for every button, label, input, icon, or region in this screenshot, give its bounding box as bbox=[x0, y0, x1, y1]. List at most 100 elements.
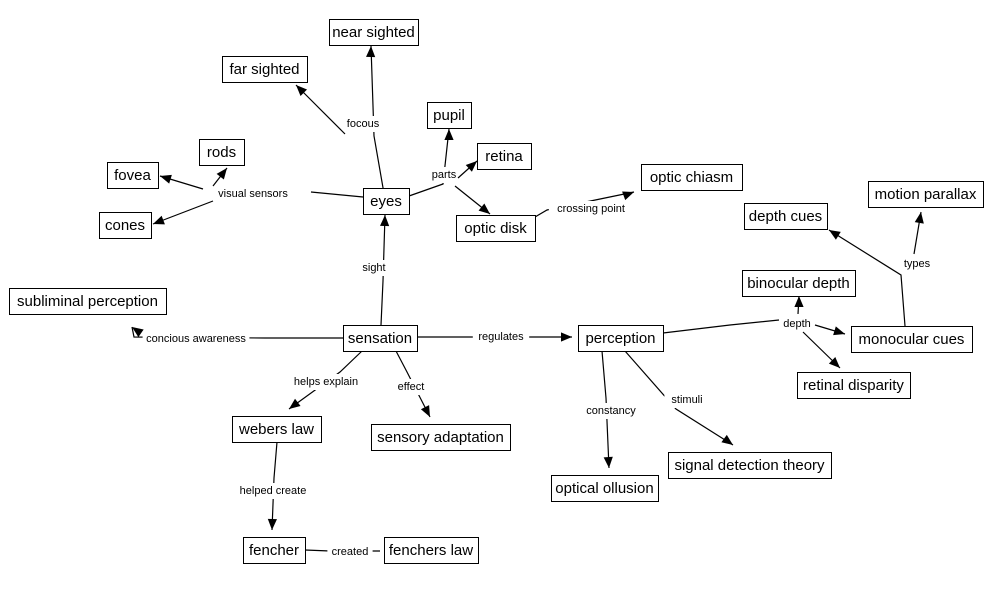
edge-line bbox=[828, 229, 906, 327]
edge-e_optdisk_chiasm: crossing point bbox=[534, 191, 635, 218]
node-box[interactable] bbox=[578, 325, 664, 352]
node-retinal_disparity[interactable]: retinal disparity bbox=[797, 372, 911, 399]
node-box[interactable] bbox=[851, 326, 973, 353]
node-box[interactable] bbox=[797, 372, 911, 399]
node-box[interactable] bbox=[477, 143, 532, 170]
node-pupil[interactable]: pupil bbox=[427, 102, 472, 129]
node-label: retinal disparity bbox=[803, 377, 904, 394]
node-label: far sighted bbox=[229, 61, 299, 78]
node-label: optical ollusion bbox=[555, 480, 653, 497]
node-box[interactable] bbox=[107, 162, 159, 189]
edge-e_parts_retina bbox=[457, 160, 478, 179]
edge-label: types bbox=[904, 258, 931, 270]
edge-e_sensation_perception: regulates bbox=[417, 329, 572, 345]
node-cones[interactable]: cones bbox=[99, 212, 152, 239]
node-binocular_depth[interactable]: binocular depth bbox=[742, 270, 856, 297]
node-monocular_cues[interactable]: monocular cues bbox=[851, 326, 973, 353]
edge-label-halo bbox=[780, 316, 814, 332]
edge-e_sensors_fovea bbox=[159, 174, 204, 190]
edge-label-halo bbox=[233, 483, 313, 499]
node-optical_ollusion[interactable]: optical ollusion bbox=[551, 475, 659, 502]
edge-line bbox=[288, 350, 363, 410]
edge-label: effect bbox=[398, 381, 425, 393]
node-label: motion parallax bbox=[875, 186, 977, 203]
node-box[interactable] bbox=[99, 212, 152, 239]
node-box[interactable] bbox=[744, 203, 828, 230]
node-fenchers_law[interactable]: fenchers law bbox=[384, 537, 479, 564]
node-label: monocular cues bbox=[859, 331, 965, 348]
node-label: fovea bbox=[114, 167, 151, 184]
node-perception[interactable]: perception bbox=[578, 325, 664, 352]
edge-e_fencher_fencherslaw: created bbox=[304, 544, 380, 560]
node-eyes[interactable]: eyes bbox=[363, 188, 410, 215]
node-box[interactable] bbox=[222, 56, 308, 83]
arrowhead-icon bbox=[289, 398, 301, 409]
edge-e_parts_optdisk bbox=[454, 185, 491, 215]
edge-label-halo bbox=[664, 392, 710, 408]
edge-e_eyes_parts_pupil: parts bbox=[408, 128, 461, 197]
node-box[interactable] bbox=[343, 325, 418, 352]
arrowhead-icon bbox=[833, 326, 845, 336]
node-webers_law[interactable]: webers law bbox=[232, 416, 322, 443]
node-box[interactable] bbox=[427, 102, 472, 129]
node-box[interactable] bbox=[868, 181, 984, 208]
edge-e_sensors_cones bbox=[152, 200, 214, 225]
node-optic_disk[interactable]: optic disk bbox=[456, 215, 536, 242]
node-signal_detection[interactable]: signal detection theory bbox=[668, 452, 832, 479]
node-optic_chiasm[interactable]: optic chiasm bbox=[641, 164, 743, 191]
node-box[interactable] bbox=[199, 139, 245, 166]
arrowhead-icon bbox=[366, 46, 376, 58]
arrowhead-icon bbox=[829, 230, 841, 240]
edge-label: regulates bbox=[478, 331, 524, 343]
node-label: optic disk bbox=[464, 220, 527, 237]
arrowhead-icon bbox=[721, 434, 733, 445]
node-sensation[interactable]: sensation bbox=[343, 325, 418, 352]
node-sensory_adaptation[interactable]: sensory adaptation bbox=[371, 424, 511, 451]
node-near_sighted[interactable]: near sighted bbox=[329, 19, 419, 46]
node-label: retina bbox=[485, 148, 523, 165]
node-rods[interactable]: rods bbox=[199, 139, 245, 166]
edge-line bbox=[662, 319, 780, 334]
node-box[interactable] bbox=[456, 215, 536, 242]
edge-label: helped create bbox=[240, 485, 307, 497]
node-box[interactable] bbox=[384, 537, 479, 564]
node-retina[interactable]: retina bbox=[477, 143, 532, 170]
edge-label: concious awareness bbox=[146, 333, 246, 345]
node-fencher[interactable]: fencher bbox=[243, 537, 306, 564]
node-fovea[interactable]: fovea bbox=[107, 162, 159, 189]
node-box[interactable] bbox=[551, 475, 659, 502]
edge-e_webers_fencher: helped create bbox=[233, 441, 313, 531]
node-label: fencher bbox=[249, 542, 299, 559]
node-box[interactable] bbox=[329, 19, 419, 46]
node-box[interactable] bbox=[742, 270, 856, 297]
node-box[interactable] bbox=[232, 416, 322, 443]
node-box[interactable] bbox=[668, 452, 832, 479]
arrowhead-icon bbox=[561, 332, 572, 342]
node-subliminal_perception[interactable]: subliminal perception bbox=[9, 288, 167, 315]
edge-label-halo bbox=[142, 331, 250, 347]
edge-label: helps explain bbox=[294, 376, 358, 388]
edge-e_depth_retinaldisp bbox=[802, 331, 841, 369]
node-box[interactable] bbox=[641, 164, 743, 191]
node-box[interactable] bbox=[9, 288, 167, 315]
edge-line bbox=[271, 441, 278, 531]
node-label: optic chiasm bbox=[650, 169, 733, 186]
node-motion_parallax[interactable]: motion parallax bbox=[868, 181, 984, 208]
node-box[interactable] bbox=[243, 537, 306, 564]
node-box[interactable] bbox=[363, 188, 410, 215]
arrowhead-icon bbox=[444, 129, 454, 140]
edge-line bbox=[380, 214, 386, 326]
edge-e_focous_far bbox=[295, 84, 346, 135]
node-depth_cues[interactable]: depth cues bbox=[744, 203, 828, 230]
node-box[interactable] bbox=[371, 424, 511, 451]
edge-label: parts bbox=[432, 169, 457, 181]
arrowhead-icon bbox=[153, 215, 165, 225]
edge-e_eyes_sensors: visual sensors bbox=[210, 186, 364, 202]
node-label: eyes bbox=[370, 193, 402, 210]
edge-label-halo bbox=[286, 374, 366, 390]
edge-label-halo bbox=[391, 379, 431, 395]
arrowhead-icon bbox=[465, 161, 477, 172]
arrowhead-icon bbox=[622, 191, 634, 201]
node-far_sighted[interactable]: far sighted bbox=[222, 56, 308, 83]
